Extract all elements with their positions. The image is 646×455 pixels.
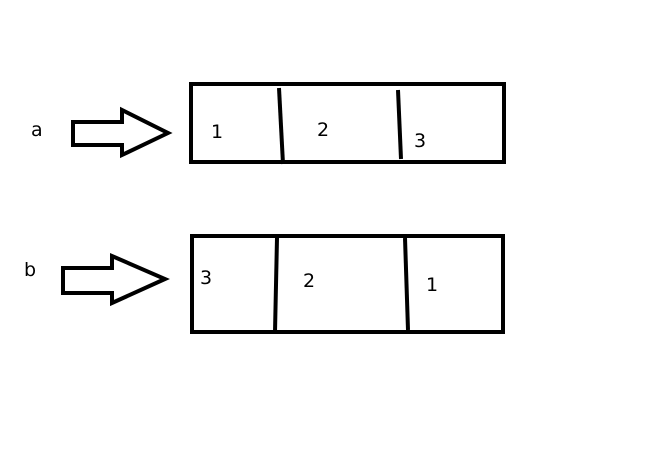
- right-arrow-icon: [61, 252, 170, 307]
- right-arrow-icon: [71, 106, 173, 159]
- sequence-box: [190, 234, 505, 334]
- cell-value: 2: [303, 270, 315, 292]
- row-a: a 1 2 3: [31, 82, 506, 165]
- cell-divider: [277, 87, 285, 165]
- cell-divider: [403, 237, 410, 331]
- sequence-box: [189, 82, 506, 164]
- row-label: a: [31, 119, 43, 141]
- row-label: b: [24, 259, 36, 281]
- cell-value: 1: [211, 121, 223, 143]
- row-b: b 3 2 1: [24, 234, 505, 334]
- cell-divider: [273, 237, 279, 333]
- cell-value: 3: [414, 130, 426, 152]
- cell-value: 1: [426, 274, 438, 296]
- cell-divider: [396, 89, 403, 160]
- cell-value: 2: [317, 119, 329, 141]
- cell-value: 3: [200, 267, 212, 289]
